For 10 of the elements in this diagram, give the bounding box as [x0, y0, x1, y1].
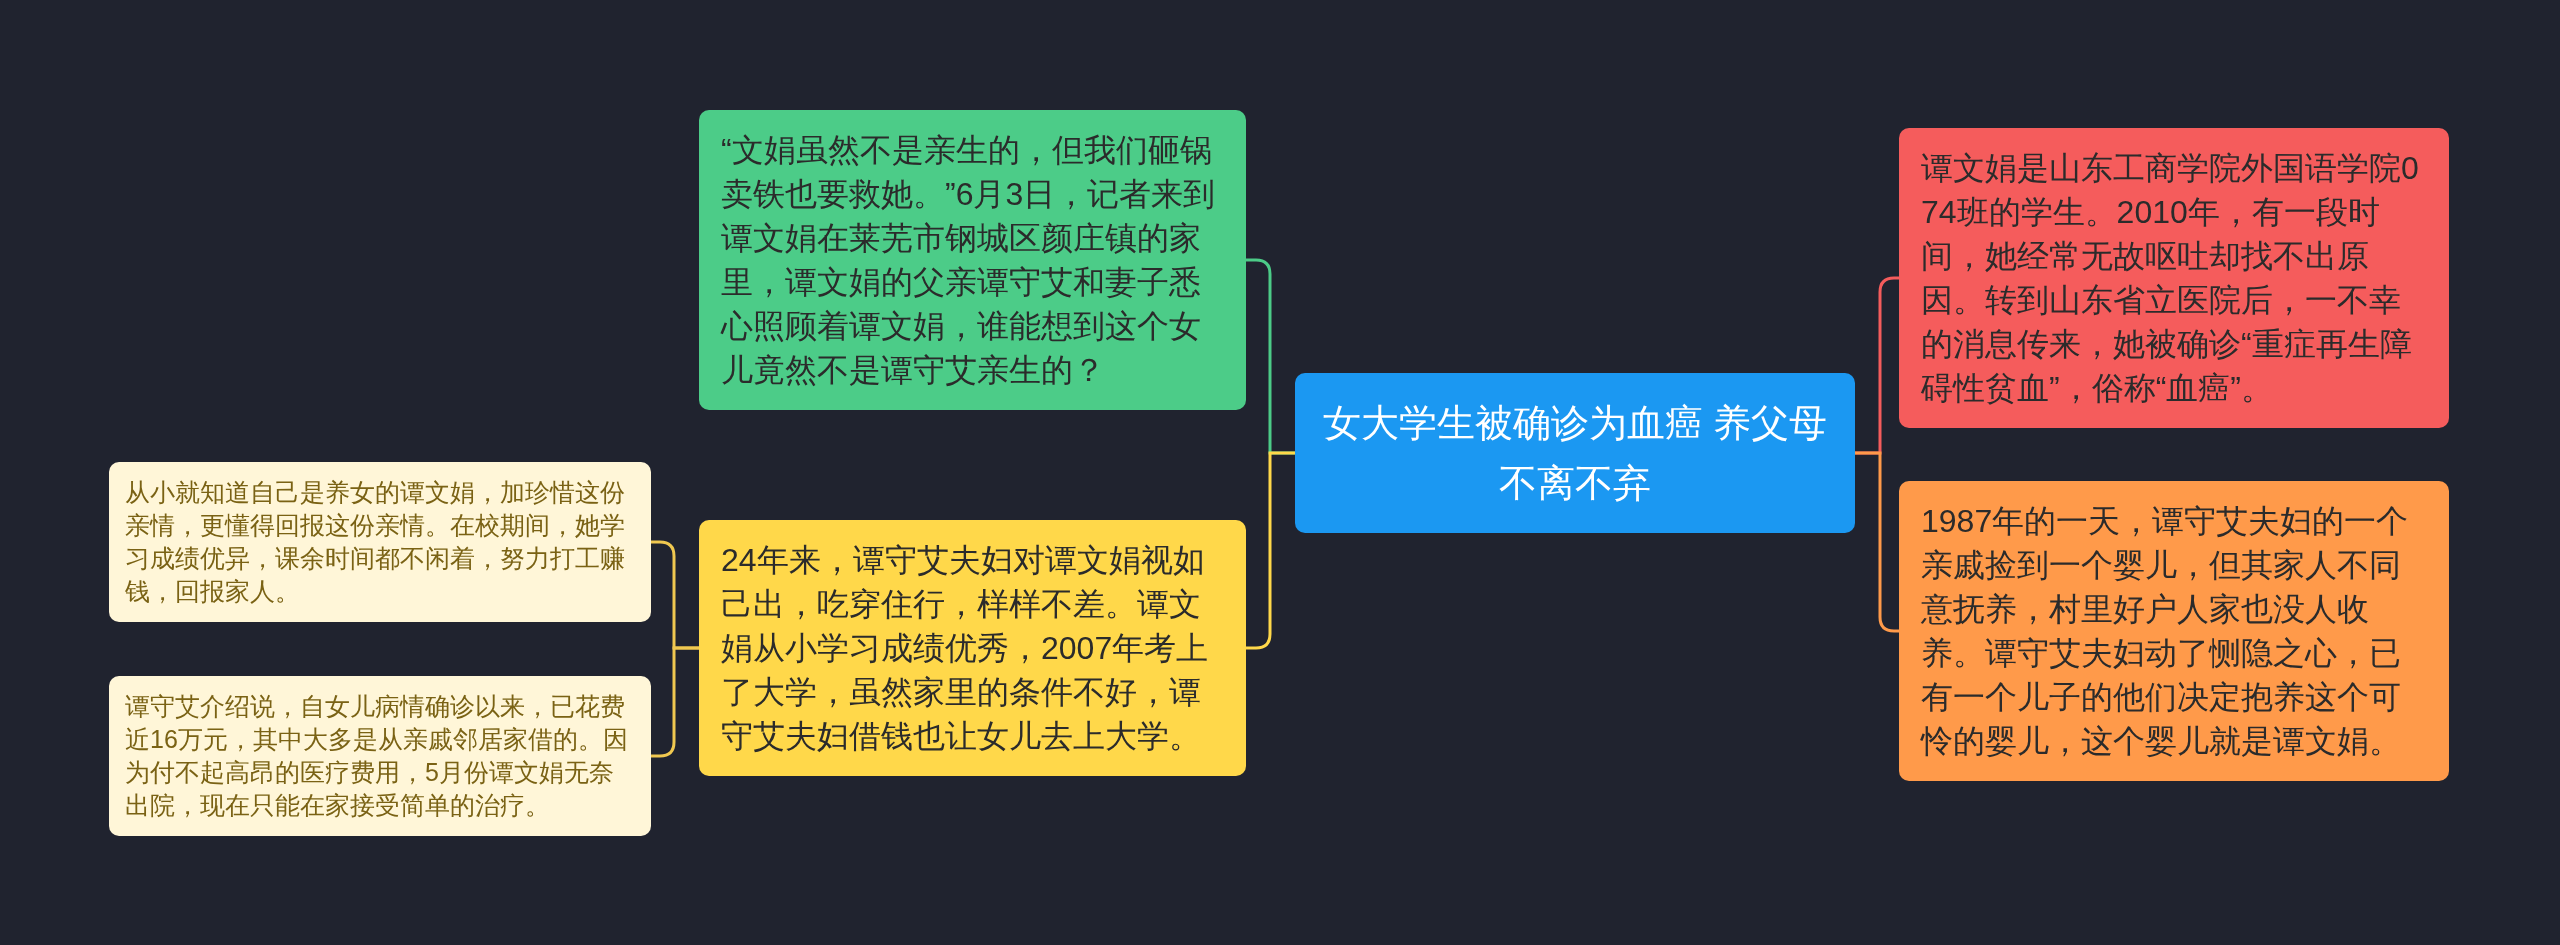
topic-box: 24年来，谭守艾夫妇对谭文娟视如己出，吃穿住行，样样不差。谭文娟从小学习成绩优秀，2007年考上了大学，虽然家里的条件不好，谭守艾夫妇借钱也让女儿去上大学。	[699, 520, 1246, 776]
connector-line	[651, 646, 699, 758]
topic-box: “文娟虽然不是亲生的，但我们砸锅卖铁也要救她。”6月3日，记者来到谭文娟在莱芜市钢城区颜庄镇的家里，谭文娟的父亲谭守艾和妻子悉心照顾着谭文娟，谁能想到这个女儿竟然不是谭守艾亲生的？	[699, 110, 1246, 410]
note-box: 谭守艾介绍说，自女儿病情确诊以来，已花费近16万元，其中大多是从亲戚邻居家借的。因为付不起高昂的医疗费用，5月份谭文娟无奈出院，现在只能在家接受简单的治疗。	[109, 676, 651, 836]
topic-box: 谭文娟是山东工商学院外国语学院074班的学生。2010年，有一段时间，她经常无故呕吐却找不出原因。转到山东省立医院后，一不幸的消息传来，她被确诊“重症再生障碍性贫血”，俗称“血癌”。	[1899, 128, 2449, 428]
connector-line	[1246, 451, 1295, 650]
central-topic-box: 女大学生被确诊为血癌 养父母不离不弃	[1295, 373, 1855, 533]
note-box: 从小就知道自己是养女的谭文娟，加珍惜这份亲情，更懂得回报这份亲情。在校期间，她学习成绩优异，课余时间都不闲着，努力打工赚钱，回报家人。	[109, 462, 651, 622]
topic-box: 1987年的一天，谭守艾夫妇的一个亲戚捡到一个婴儿，但其家人不同意抚养，村里好户人家也没人收养。谭守艾夫妇动了恻隐之心，已有一个儿子的他们决定抱养这个可怜的婴儿，这个婴儿就是谭文娟。	[1899, 481, 2449, 781]
connector-line	[1855, 451, 1899, 633]
